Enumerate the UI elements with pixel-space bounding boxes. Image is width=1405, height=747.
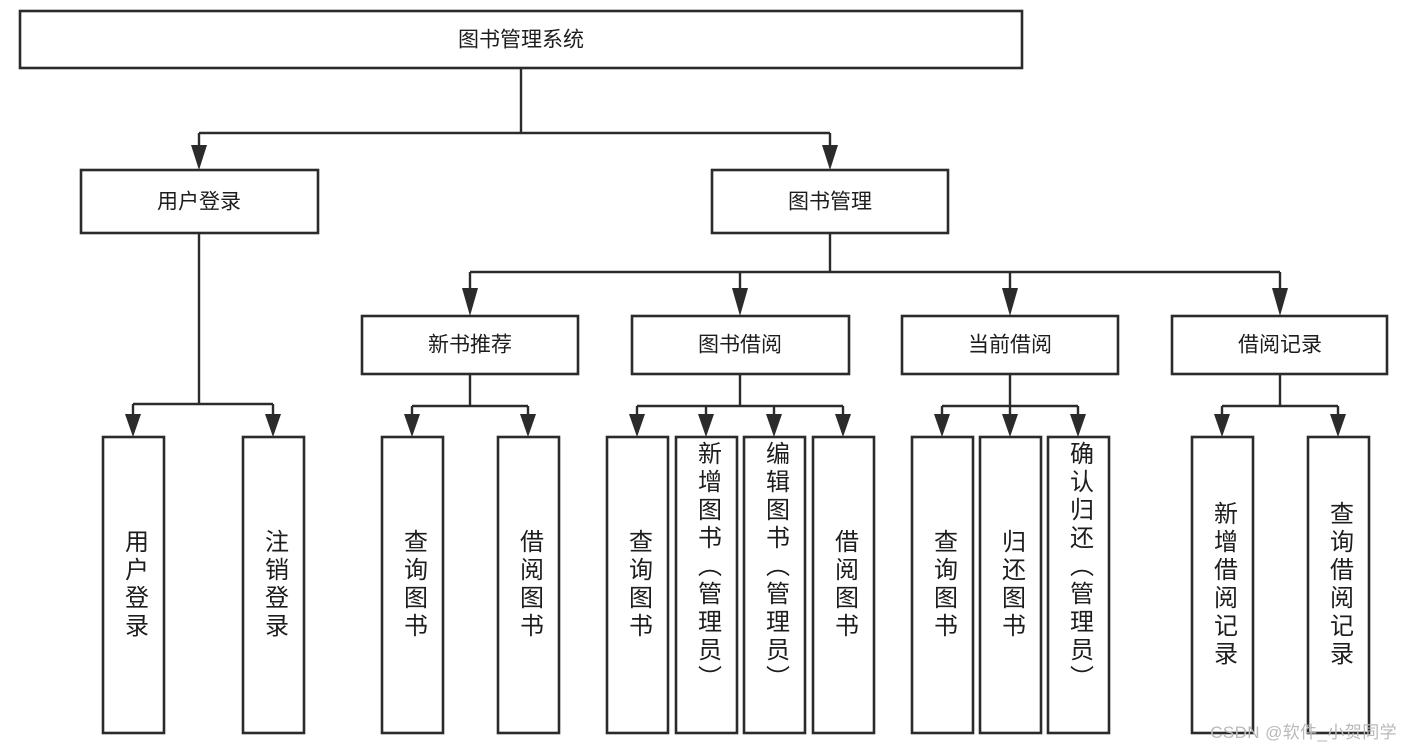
arrow-to-leaf-query-record	[1330, 414, 1346, 437]
leaf-add-book-label: 新增图书（管理员）	[693, 441, 721, 693]
node-new-book-recommend-box[interactable]	[360, 314, 580, 376]
leaf-add-record-label: 新增借阅记录	[1209, 501, 1237, 669]
leaf-query-book-3-box[interactable]	[910, 435, 975, 735]
node-book-manage-label: 图书管理	[788, 191, 872, 214]
node-root-label: 图书管理系统	[458, 29, 584, 52]
leaf-edit-book-box[interactable]	[742, 435, 807, 735]
leaf-logout-login-label: 注销登录	[260, 529, 288, 641]
arrow-to-leaf-add-book	[698, 414, 714, 437]
arrow-to-leaf-query-book-3	[934, 414, 950, 437]
node-borrow-record[interactable]: 借阅记录	[1170, 314, 1389, 376]
node-book-borrow-box[interactable]	[630, 314, 851, 376]
leaf-edit-book-label: 编辑图书（管理员）	[761, 441, 789, 693]
node-current-borrow-label: 当前借阅	[968, 334, 1052, 357]
arrow-to-leaf-borrow-book-1	[520, 414, 536, 437]
node-user-login-box[interactable]	[79, 168, 320, 235]
leaf-query-book-2-box[interactable]	[605, 435, 670, 735]
leaf-borrow-book-1-box[interactable]	[496, 435, 561, 735]
arrow-to-user-login	[191, 145, 207, 170]
csdn-watermark: CSDN @软件_小贺同学	[1210, 723, 1397, 742]
arrow-to-leaf-edit-book	[766, 414, 782, 437]
arrow-to-leaf-add-record	[1214, 414, 1230, 437]
arrow-to-book-manage	[822, 145, 838, 170]
leaf-query-record-box[interactable]	[1306, 435, 1371, 735]
node-book-manage-box[interactable]	[710, 168, 950, 235]
arrow-to-leaf-confirm-return	[1070, 414, 1086, 437]
leaf-add-record-box[interactable]	[1190, 435, 1255, 735]
arrow-to-leaf-borrow-book-2	[835, 414, 851, 437]
leaf-confirm-return-label: 确认归还（管理员）	[1065, 441, 1093, 693]
leaf-add-book-box[interactable]	[674, 435, 739, 735]
arrow-to-leaf-return-book	[1002, 414, 1018, 437]
leaf-return-book-box[interactable]	[978, 435, 1043, 735]
node-user-login-label: 用户登录	[157, 191, 241, 214]
node-current-borrow[interactable]: 当前借阅	[900, 314, 1120, 376]
node-new-book-recommend[interactable]: 新书推荐	[360, 314, 580, 376]
node-borrow-record-label: 借阅记录	[1238, 334, 1322, 357]
leaf-borrow-book-2-label: 借阅图书	[830, 529, 858, 641]
arrow-to-leaf-query-book-2	[629, 414, 645, 437]
leaf-query-book-2-label: 查询图书	[624, 529, 652, 641]
leaf-query-record-label: 查询借阅记录	[1325, 501, 1353, 669]
arrow-to-leaf-logout-login	[265, 414, 281, 437]
leaf-confirm-return-box[interactable]	[1046, 435, 1111, 735]
arrow-to-current-borrow	[1002, 288, 1018, 316]
leaf-logout-login-box[interactable]	[241, 435, 306, 735]
leaf-user-login-box[interactable]	[101, 435, 166, 735]
leaf-return-book-label: 归还图书	[997, 529, 1025, 641]
node-book-manage[interactable]: 图书管理	[710, 168, 950, 235]
arrow-to-new-book-recommend	[462, 288, 478, 316]
node-root[interactable]: 图书管理系统	[18, 9, 1024, 70]
node-user-login[interactable]: 用户登录	[79, 168, 320, 235]
leaf-query-book-3-label: 查询图书	[929, 529, 957, 641]
leaf-box-layer	[101, 435, 1371, 735]
node-root-box[interactable]	[18, 9, 1024, 70]
arrow-to-leaf-user-login	[125, 414, 141, 437]
leaf-query-book-1-label: 查询图书	[399, 529, 427, 641]
node-book-borrow[interactable]: 图书借阅	[630, 314, 851, 376]
node-book-borrow-label: 图书借阅	[698, 334, 782, 357]
node-borrow-record-box[interactable]	[1170, 314, 1389, 376]
leaf-query-book-1-box[interactable]	[380, 435, 445, 735]
arrow-to-book-borrow	[732, 288, 748, 316]
leaf-borrow-book-2-box[interactable]	[811, 435, 876, 735]
leaf-borrow-book-1-label: 借阅图书	[515, 529, 543, 641]
node-new-book-recommend-label: 新书推荐	[428, 334, 512, 357]
connector-layer	[125, 68, 1346, 437]
node-current-borrow-box[interactable]	[900, 314, 1120, 376]
leaf-user-login-label: 用户登录	[120, 529, 148, 641]
arrow-to-leaf-query-book-1	[404, 414, 420, 437]
arrow-to-borrow-record	[1272, 288, 1288, 316]
